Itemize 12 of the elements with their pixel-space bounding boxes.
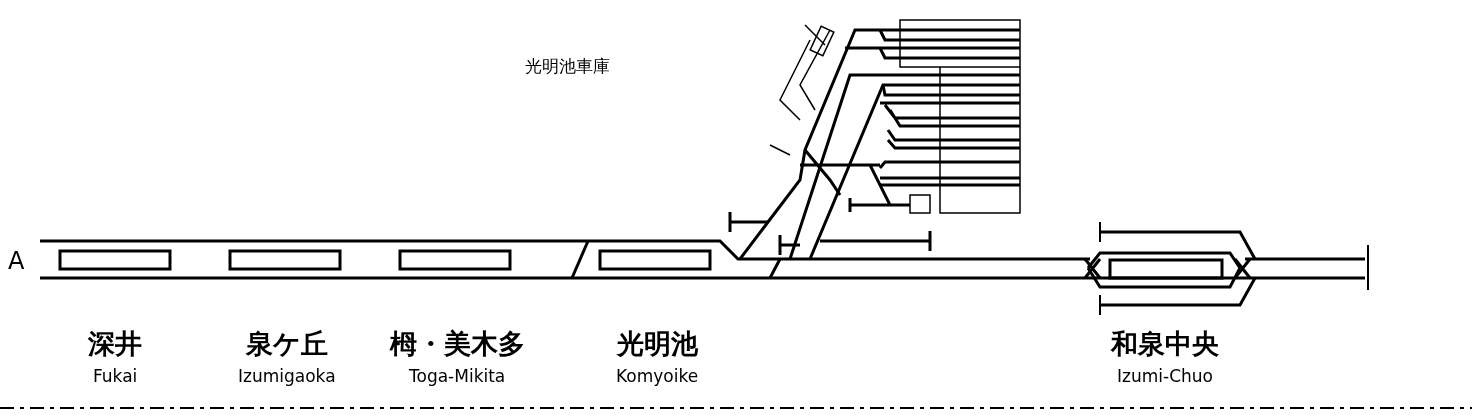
station-romanization: Izumi-Chuo [1117,368,1213,385]
depot-label: 光明池車庫 [525,58,610,75]
station-romanization: Komyoike [616,368,699,385]
line-label: A [8,249,25,273]
station-name: 和泉中央 [1111,330,1219,357]
station-romanization: Izumigaoka [238,368,336,385]
station-romanization: Toga-Mikita [409,368,506,385]
station-romanization: Fukai [93,368,138,385]
station-name: 栂・美木多 [389,330,525,357]
station-name: 深井 [88,330,142,357]
station-name: 泉ケ丘 [246,330,328,357]
station-name: 光明池 [616,330,698,357]
